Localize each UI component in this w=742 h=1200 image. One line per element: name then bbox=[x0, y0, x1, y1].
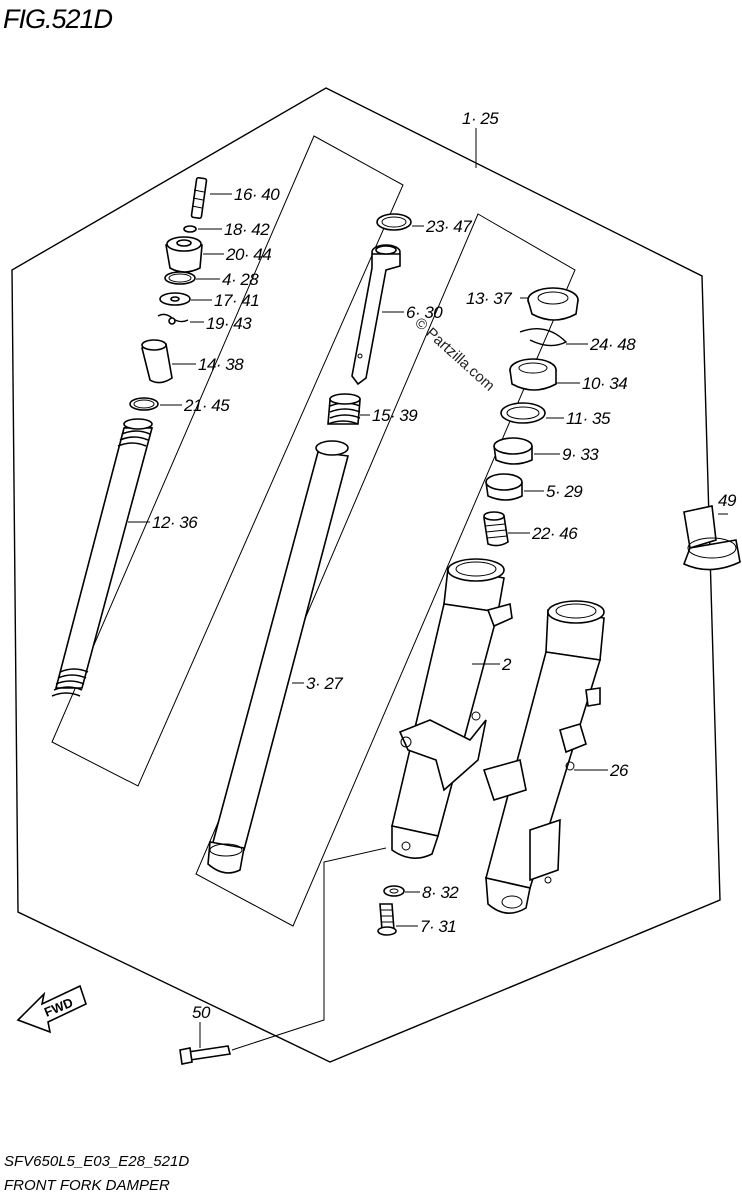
callout-50: 50 bbox=[192, 1003, 211, 1022]
callout-3-27: 3· 27 bbox=[306, 674, 343, 693]
part-7-31-bolt[interactable] bbox=[377, 903, 397, 936]
callout-22-46: 22· 46 bbox=[531, 524, 578, 543]
figure-title: FIG.521D bbox=[3, 4, 113, 34]
callout-12-36: 12· 36 bbox=[152, 513, 198, 532]
footer-code: SFV650L5_E03_E28_521D bbox=[4, 1153, 189, 1170]
callout-8-32: 8· 32 bbox=[422, 883, 459, 902]
part-11-35-washer[interactable] bbox=[500, 402, 546, 424]
part-50-bolt[interactable] bbox=[179, 1045, 231, 1065]
part-12-36-spring[interactable] bbox=[51, 418, 154, 697]
part-16-40-bolt[interactable] bbox=[190, 176, 208, 220]
callout-13-37: 13· 37 bbox=[466, 289, 512, 308]
callout-17-41: 17· 41 bbox=[214, 291, 259, 310]
part-19-43-clip[interactable] bbox=[157, 313, 189, 325]
part-6-30-damper-rod[interactable] bbox=[351, 244, 401, 386]
callout-1-25: 1· 25 bbox=[462, 109, 499, 128]
callout-14-38: 14· 38 bbox=[198, 355, 244, 374]
assembly-boundary bbox=[11, 87, 721, 1063]
callout-16-40: 16· 40 bbox=[234, 185, 280, 204]
part-15-39-spring[interactable] bbox=[327, 393, 361, 425]
part-24-48-stopper-ring[interactable] bbox=[519, 328, 568, 347]
callout-4-28: 4· 28 bbox=[222, 270, 259, 289]
callout-21-45: 21· 45 bbox=[183, 396, 230, 415]
callout-23-47: 23· 47 bbox=[425, 217, 472, 236]
part-49-cap[interactable] bbox=[682, 505, 741, 571]
part-3-27-inner-tube[interactable] bbox=[207, 440, 350, 874]
part-20-44-nut[interactable] bbox=[165, 236, 203, 273]
part-10-34-oil-seal[interactable] bbox=[509, 358, 557, 391]
callout-24-48: 24· 48 bbox=[589, 335, 636, 354]
part-2-outer-tube[interactable] bbox=[391, 558, 513, 859]
part-13-37-dust-seal[interactable] bbox=[527, 287, 579, 321]
part-22-46-oil-lock-piece[interactable] bbox=[483, 511, 509, 547]
callout-20-44: 20· 44 bbox=[225, 245, 271, 264]
part-8-32-gasket[interactable] bbox=[383, 885, 405, 897]
part-9-33-bushing[interactable] bbox=[493, 437, 533, 465]
callout-9-33: 9· 33 bbox=[562, 445, 599, 464]
callout-11-35: 11· 35 bbox=[566, 409, 611, 428]
part-26-outer-tube[interactable] bbox=[482, 600, 605, 914]
part-14-38-spacer[interactable] bbox=[141, 339, 173, 384]
callout-7-31: 7· 31 bbox=[420, 917, 456, 936]
callout-5-29: 5· 29 bbox=[546, 482, 583, 501]
callout-18-42: 18· 42 bbox=[224, 220, 270, 239]
fwd-arrow-icon: FWD bbox=[16, 984, 87, 1034]
callout-15-39: 15· 39 bbox=[372, 406, 418, 425]
part-5-29-bushing[interactable] bbox=[485, 473, 523, 501]
callout-2: 2 bbox=[501, 655, 512, 674]
callout-26: 26 bbox=[609, 761, 629, 780]
callout-6-30: 6· 30 bbox=[406, 303, 443, 322]
callout-49: 49 bbox=[718, 491, 737, 510]
callout-19-43: 19· 43 bbox=[206, 314, 252, 333]
footer-title: FRONT FORK DAMPER bbox=[4, 1177, 170, 1194]
group-boundary-spring bbox=[51, 135, 404, 787]
part-18-42-ring[interactable] bbox=[183, 225, 197, 233]
part-17-41-washer[interactable] bbox=[159, 292, 191, 306]
watermark: © Partzilla.com bbox=[411, 314, 497, 394]
callout-10-34: 10· 34 bbox=[582, 374, 627, 393]
